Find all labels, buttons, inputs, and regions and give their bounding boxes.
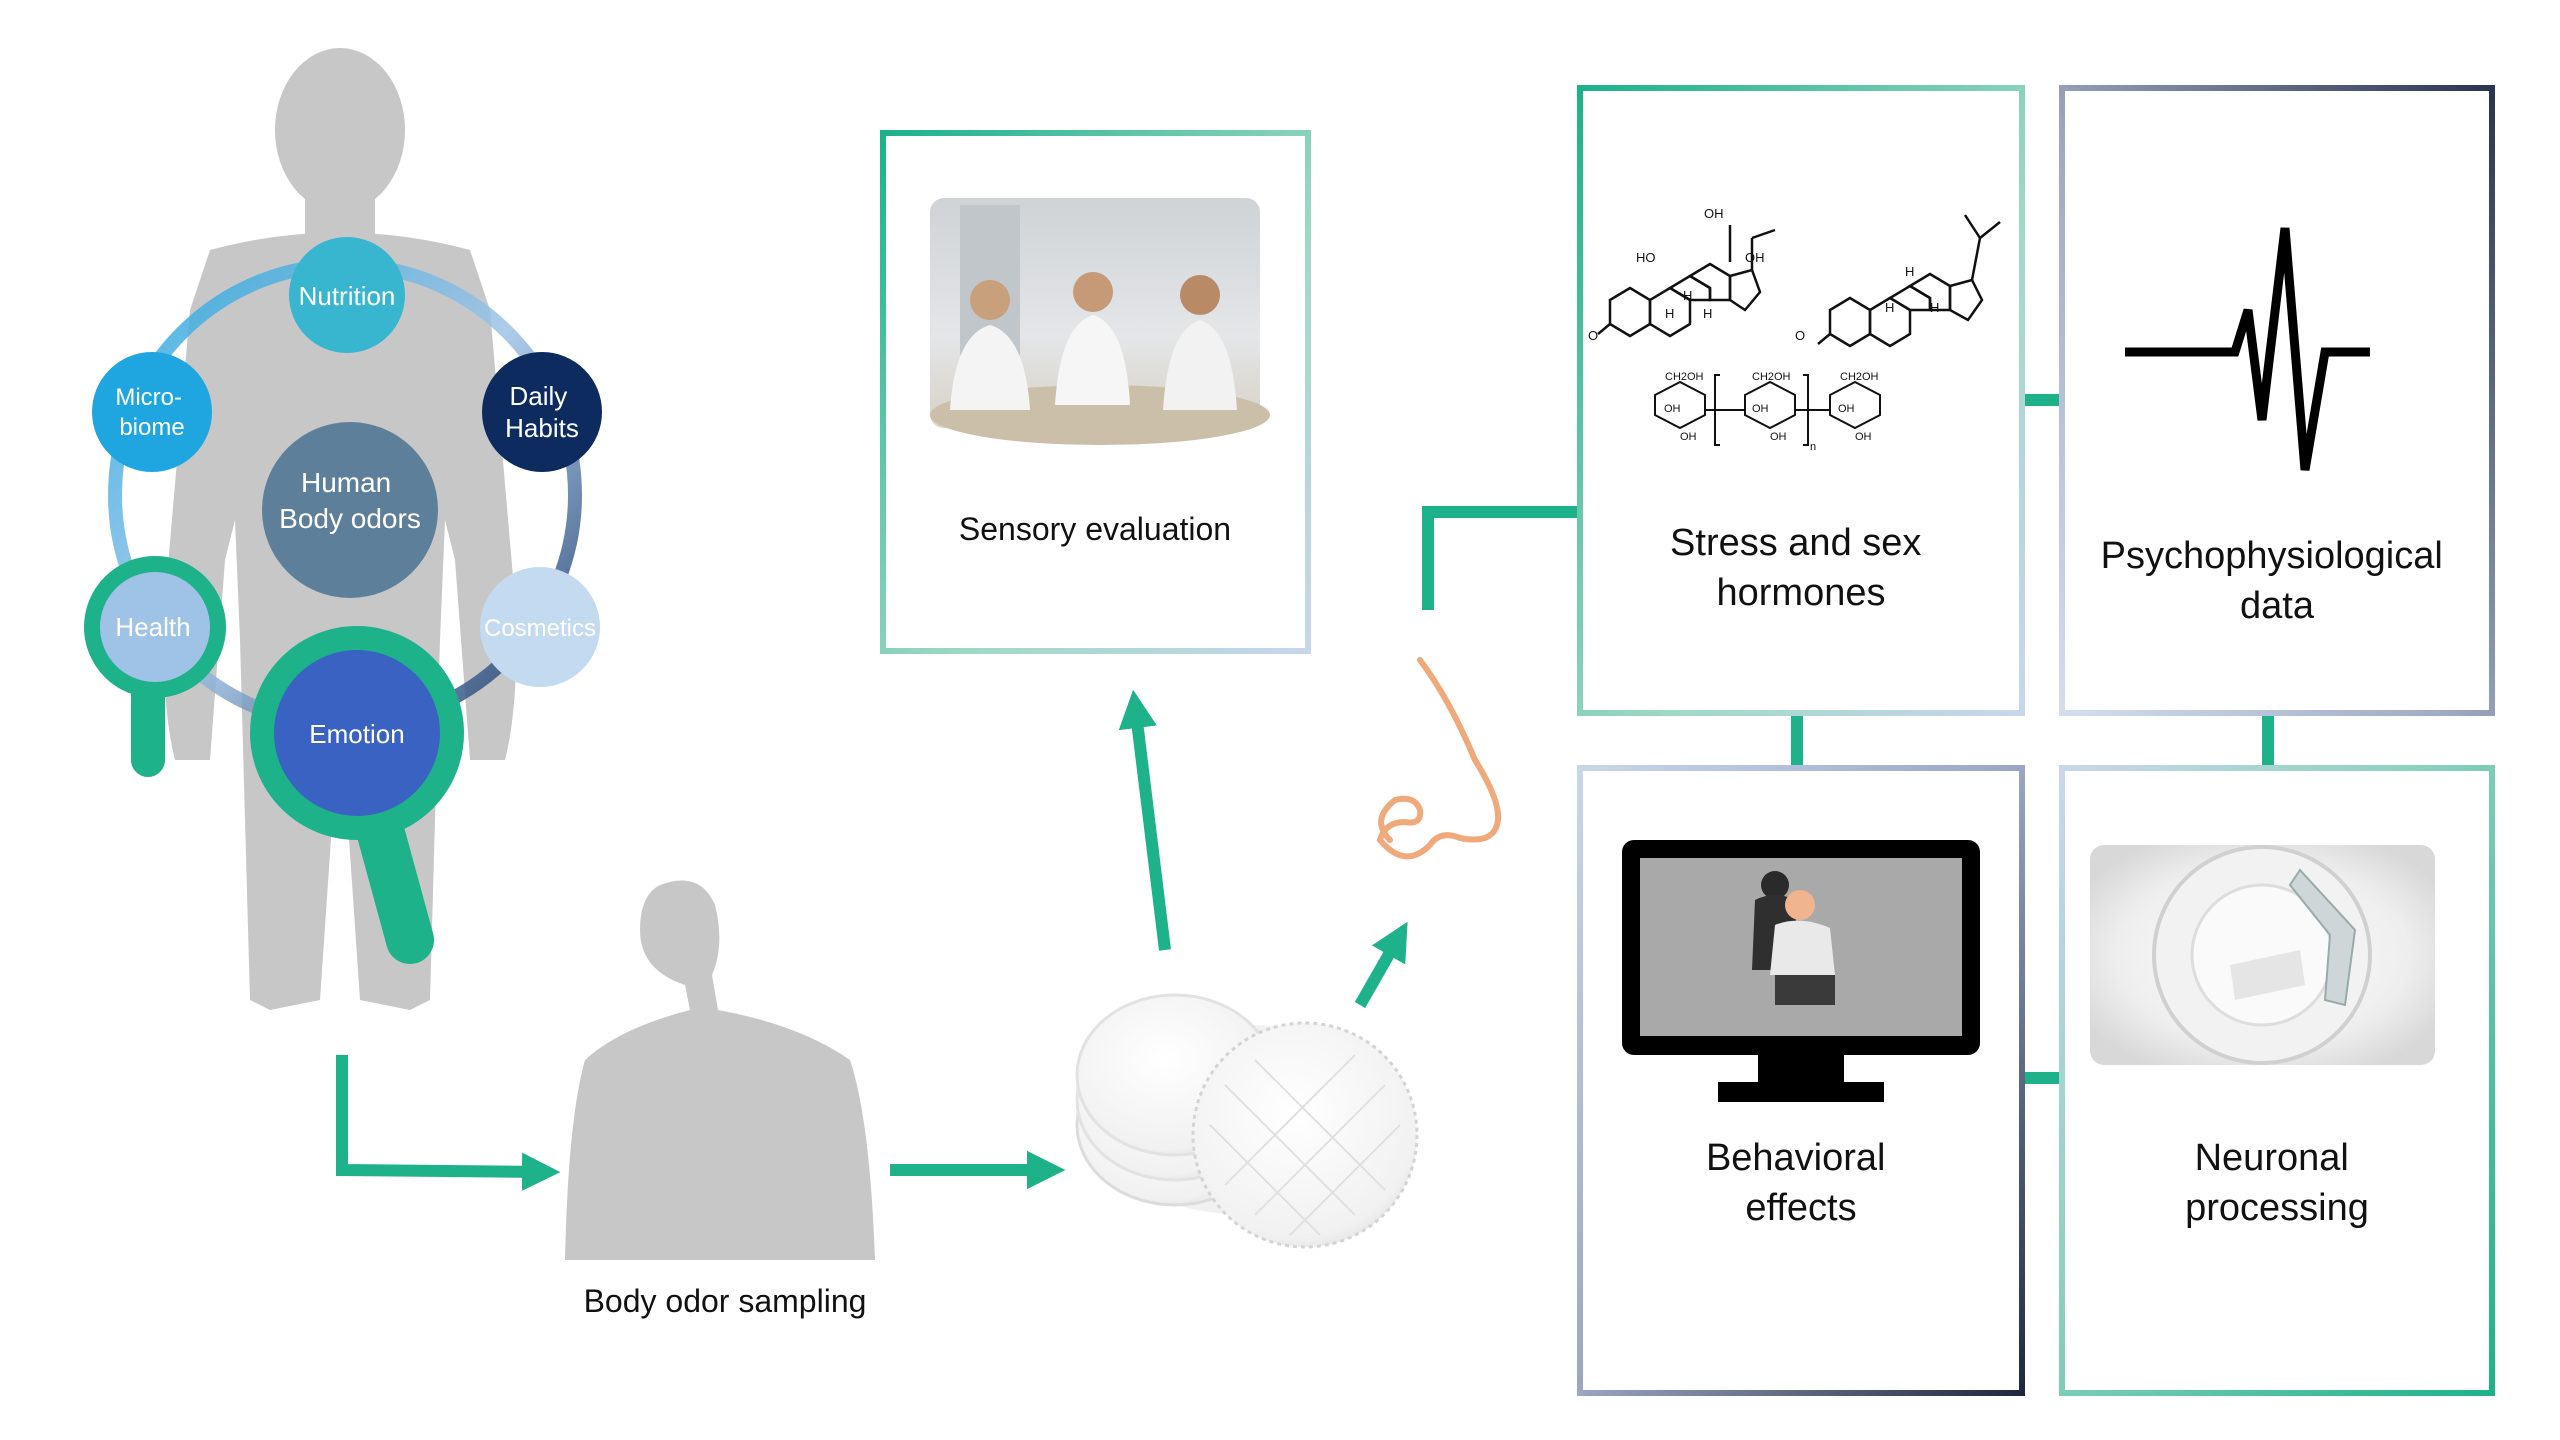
chem-label: OH — [1855, 431, 1872, 443]
neuronal-line: processing — [2185, 1187, 2369, 1229]
chem-label: OH — [1704, 206, 1724, 221]
hormones-box — [1577, 85, 2025, 716]
chem-label: H — [1905, 264, 1914, 279]
microbiome-circle — [92, 352, 212, 472]
microbiome-line: Micro- — [115, 384, 182, 411]
center-line: Body odors — [279, 503, 421, 534]
chem-label: H — [1703, 306, 1712, 321]
psychophysiological-label: Psychophysiological data — [2101, 535, 2454, 627]
cosmetics-label: Cosmetics — [484, 615, 596, 642]
flow-arrows — [336, 506, 1588, 1191]
chem-label: OH — [1770, 431, 1787, 443]
nose-icon — [1376, 657, 1502, 860]
behavioral-label: Behavioral effects — [1706, 1137, 1896, 1229]
emotion-magnifier — [250, 626, 464, 964]
behavioral-line: Behavioral — [1706, 1137, 1886, 1179]
health-label: Health — [115, 612, 190, 642]
center-line: Human — [301, 467, 391, 498]
chem-label: OH — [1752, 403, 1769, 415]
chem-label: CH2OH — [1840, 371, 1879, 383]
sensory-photo — [930, 198, 1270, 445]
sampling-silhouette — [565, 880, 875, 1260]
emotion-label: Emotion — [309, 719, 404, 749]
hormones-label: Stress and sex hormones — [1670, 522, 1932, 614]
daily-habits-label: Daily Habits — [505, 381, 579, 443]
chem-label: OH — [1664, 403, 1681, 415]
glycogen-structure — [1654, 374, 1881, 446]
sensory-label: Sensory evaluation — [959, 511, 1231, 547]
cosmetics-circle — [480, 567, 600, 687]
steroid-structure-progesterone — [1817, 214, 2001, 348]
daily-habits-line: Daily — [509, 381, 567, 411]
microbiome-line: biome — [119, 414, 184, 441]
hormones-line: Stress and sex — [1670, 522, 1921, 564]
psychophysiological-box — [2059, 85, 2495, 716]
daily-habits-line: Habits — [505, 413, 579, 443]
steroid-structure-cortisol — [1597, 225, 1776, 338]
chem-label: O — [1795, 328, 1805, 343]
mri-scanner-image — [2090, 845, 2435, 1065]
chem-label: CH2OH — [1665, 371, 1704, 383]
daily-habits-circle — [482, 352, 602, 472]
chem-label: OH — [1745, 250, 1765, 265]
chem-label: OH — [1838, 403, 1855, 415]
neuronal-line: Neuronal — [2195, 1137, 2349, 1179]
hormones-line: hormones — [1717, 572, 1886, 614]
human-silhouette — [163, 48, 517, 1010]
psychophysiological-line: Psychophysiological — [2101, 535, 2443, 577]
monitor-icon — [1622, 840, 1980, 1102]
chem-label: OH — [1680, 431, 1697, 443]
health-magnifier — [84, 556, 226, 777]
chem-label: HO — [1636, 250, 1656, 265]
chem-label: H — [1885, 300, 1894, 315]
nutrition-circle — [289, 237, 405, 353]
microbiome-label: Micro- biome — [115, 384, 188, 441]
chem-label: n — [1810, 441, 1816, 453]
behavioral-line: effects — [1745, 1187, 1856, 1229]
chem-label: H — [1930, 300, 1939, 315]
center-circle — [262, 422, 438, 598]
chem-label: H — [1665, 306, 1674, 321]
neuronal-label: Neuronal processing — [2185, 1137, 2369, 1229]
psychophysiological-line: data — [2240, 585, 2315, 627]
chem-label: H — [1683, 288, 1692, 303]
chemical-labels: OH HO OH H H H O O H H H CH2OH OH CH2OH … — [1588, 206, 1939, 453]
chem-label: O — [1588, 328, 1598, 343]
box-connectors — [1791, 394, 2274, 1084]
center-label: Human Body odors — [279, 467, 421, 534]
nutrition-label: Nutrition — [299, 281, 396, 311]
cotton-pads-image — [1075, 993, 1419, 1249]
ecg-waveform-icon — [2125, 227, 2370, 471]
sampling-label: Body odor sampling — [584, 1283, 867, 1319]
chem-label: CH2OH — [1752, 371, 1791, 383]
